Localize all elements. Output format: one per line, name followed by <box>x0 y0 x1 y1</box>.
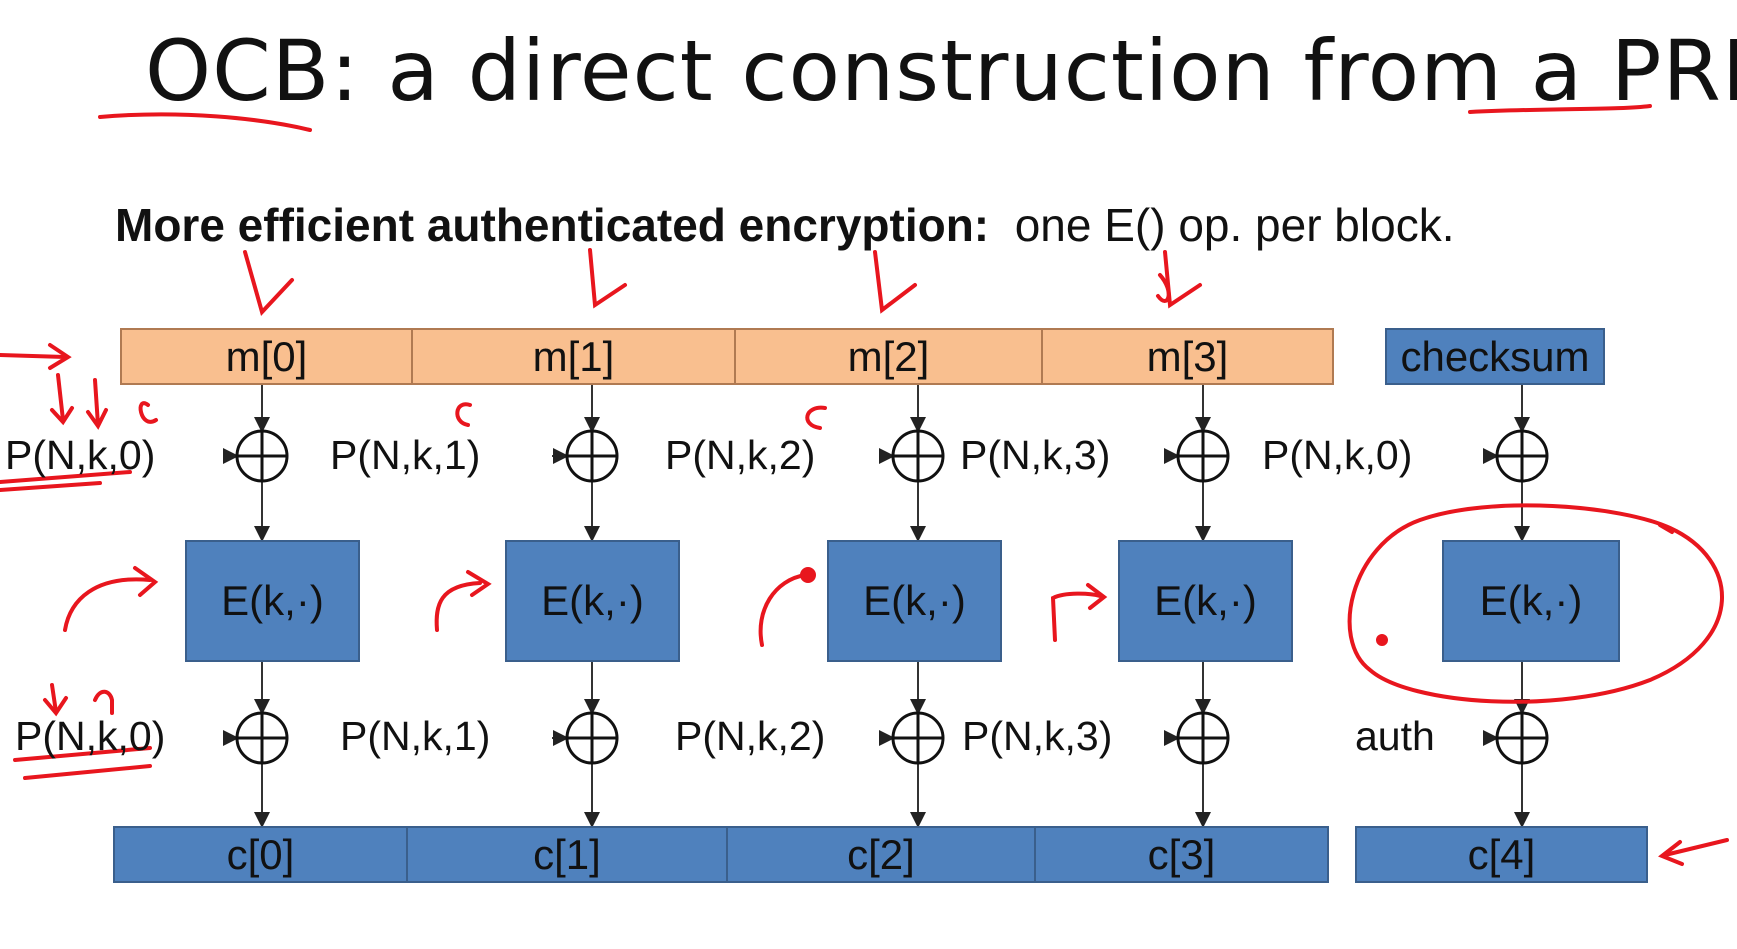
message-block-2: m[2] <box>734 328 1043 385</box>
cipher-label: E(k,·) <box>541 577 644 624</box>
message-block-3: m[3] <box>1041 328 1334 385</box>
ciphertext-label: c[2] <box>847 830 915 878</box>
checksum-label: checksum <box>1400 332 1590 380</box>
message-block-label: m[2] <box>847 332 930 380</box>
pad-top-1: P(N,k,1) <box>330 432 481 478</box>
subtitle-rest: one E() op. per block. <box>1014 199 1455 251</box>
pad-top-0: P(N,k,0) <box>5 432 156 478</box>
pad-top-3: P(N,k,3) <box>960 432 1111 478</box>
slide-subtitle: More efficient authenticated encryption:… <box>115 198 1454 252</box>
ciphertext-block-2: c[2] <box>726 826 1036 883</box>
ciphertext-label: c[1] <box>533 830 601 878</box>
ciphertext-label: c[0] <box>226 830 295 878</box>
ciphertext-label: c[4] <box>1467 830 1536 878</box>
pad-bottom-1: P(N,k,1) <box>340 713 491 759</box>
checksum-block: checksum <box>1385 328 1605 385</box>
subtitle-bold: More efficient authenticated encryption: <box>115 199 990 251</box>
xor-icon <box>1176 429 1230 483</box>
pad-bottom-2: P(N,k,2) <box>675 713 826 759</box>
cipher-label: E(k,·) <box>1479 577 1583 624</box>
auth-label: auth <box>1355 713 1435 759</box>
cipher-label: E(k,·) <box>221 577 324 624</box>
slide-title: OCB: a direct construction from a PRP <box>145 22 1737 120</box>
cipher-box-3: E(k,·) <box>1118 540 1293 662</box>
cipher-box-1: E(k,·) <box>505 540 680 662</box>
xor-icon <box>565 429 619 483</box>
ciphertext-block-4: c[4] <box>1355 826 1648 883</box>
ciphertext-block-0: c[0] <box>113 826 408 883</box>
pad-top-2: P(N,k,2) <box>665 432 816 478</box>
xor-icon <box>1495 711 1549 765</box>
cipher-box-0: E(k,·) <box>185 540 360 662</box>
message-block-1: m[1] <box>411 328 736 385</box>
pad-bottom-3: P(N,k,3) <box>962 713 1113 759</box>
cipher-box-4: E(k,·) <box>1442 540 1620 662</box>
ciphertext-block-1: c[1] <box>406 826 728 883</box>
cipher-label: E(k,·) <box>1154 577 1257 624</box>
ciphertext-label: c[3] <box>1147 830 1216 878</box>
cipher-label: E(k,·) <box>863 577 966 624</box>
xor-icon <box>1495 429 1549 483</box>
pad-bottom-0: P(N,k,0) <box>15 713 166 759</box>
xor-icon <box>235 711 289 765</box>
pad-top-4: P(N,k,0) <box>1262 432 1413 478</box>
xor-icon <box>1176 711 1230 765</box>
cipher-box-2: E(k,·) <box>827 540 1002 662</box>
xor-icon <box>891 711 945 765</box>
xor-icon <box>235 429 289 483</box>
message-block-label: m[1] <box>532 332 615 380</box>
xor-icon <box>891 429 945 483</box>
message-block-label: m[0] <box>225 332 308 380</box>
message-block-0: m[0] <box>120 328 413 385</box>
message-block-label: m[3] <box>1146 332 1229 380</box>
ciphertext-block-3: c[3] <box>1034 826 1329 883</box>
xor-icon <box>565 711 619 765</box>
